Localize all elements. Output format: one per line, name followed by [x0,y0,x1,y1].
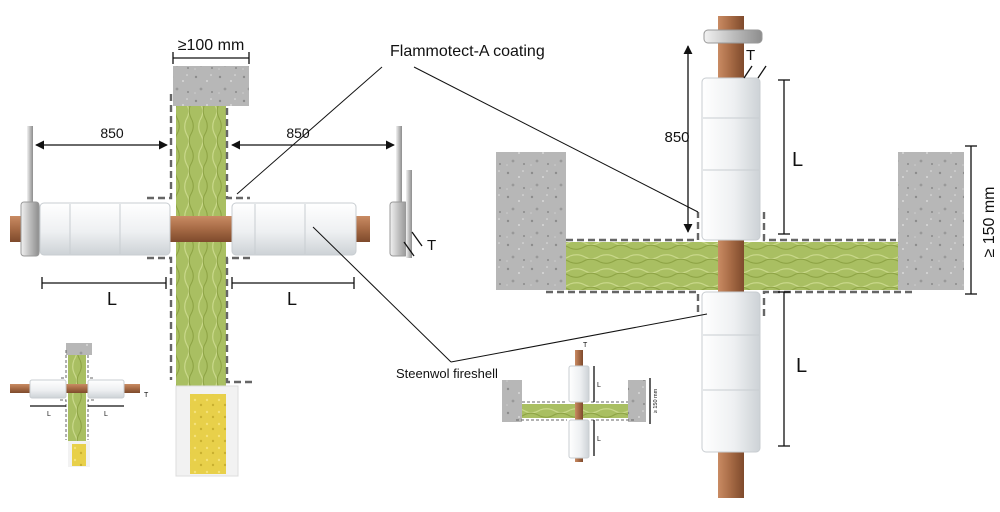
floor-right-concrete-block [898,152,964,290]
floor-coating-dashed-outline [546,212,916,316]
wall-mineral-wool [176,106,226,386]
wall-penetration-thumbnail: L L T [10,343,149,467]
left-fireshell [39,202,171,256]
wall-top-concrete-block [173,66,249,106]
right-fireshell [231,202,357,256]
right-hanger-rod [396,126,402,256]
label-min-floor-thickness: ≥ 150 mm [981,186,998,257]
left-hanger-rod [27,126,33,256]
upper-fireshell [701,77,761,241]
label-min-wall-thickness: ≥100 mm [178,37,245,54]
callouts: Flammotect-A coating Steenwol fireshell [236,43,708,381]
right-pipe-clamp [389,201,409,257]
label-T-wall: T [427,237,436,254]
lower-fireshell [701,291,761,453]
thumb-label-L-left: L [47,411,51,418]
left-pipe-clamp [20,201,40,257]
wall-penetration-detail: 850 850 ≥100 mm L L T [10,37,436,477]
label-L-left: L [107,289,117,309]
thumb-label-T-floor: T [583,342,588,349]
dimension-label-850-vertical: 850 [664,129,689,146]
dimension-label-850-right: 850 [286,125,310,141]
thumb-label-L-right: L [104,411,108,418]
wall-coating-dashed-outline [147,94,254,384]
fireshell-leader-right [450,313,708,363]
fireshell-leader-left [312,226,452,363]
label-T-floor: T [746,47,755,64]
label-fireshell: Steenwol fireshell [396,366,498,381]
label-L-lower: L [796,355,807,377]
top-pipe-clamp [703,29,763,44]
thumb-label-L-upper: L [597,382,601,389]
thumb-label-L-lower: L [597,436,601,443]
thumb-label-floor-thickness: ≥ 150 mm [653,388,659,413]
floor-left-concrete-block [496,152,566,290]
floor-penetration-thumbnail: T L L ≥ 150 mm [502,342,659,462]
coating-leader-right [413,66,699,213]
dimension-label-850-left: 850 [100,125,124,141]
floor-penetration-detail: 850 L L ≥ 150 mm T [496,16,998,498]
right-clamp-plate [406,170,412,258]
coating-leader-left [236,66,383,195]
thumb-label-T: T [144,392,149,399]
label-L-right: L [287,289,297,309]
wall-yellow-wool [190,394,226,474]
label-L-upper: L [792,149,803,171]
label-coating: Flammotect-A coating [390,43,545,60]
